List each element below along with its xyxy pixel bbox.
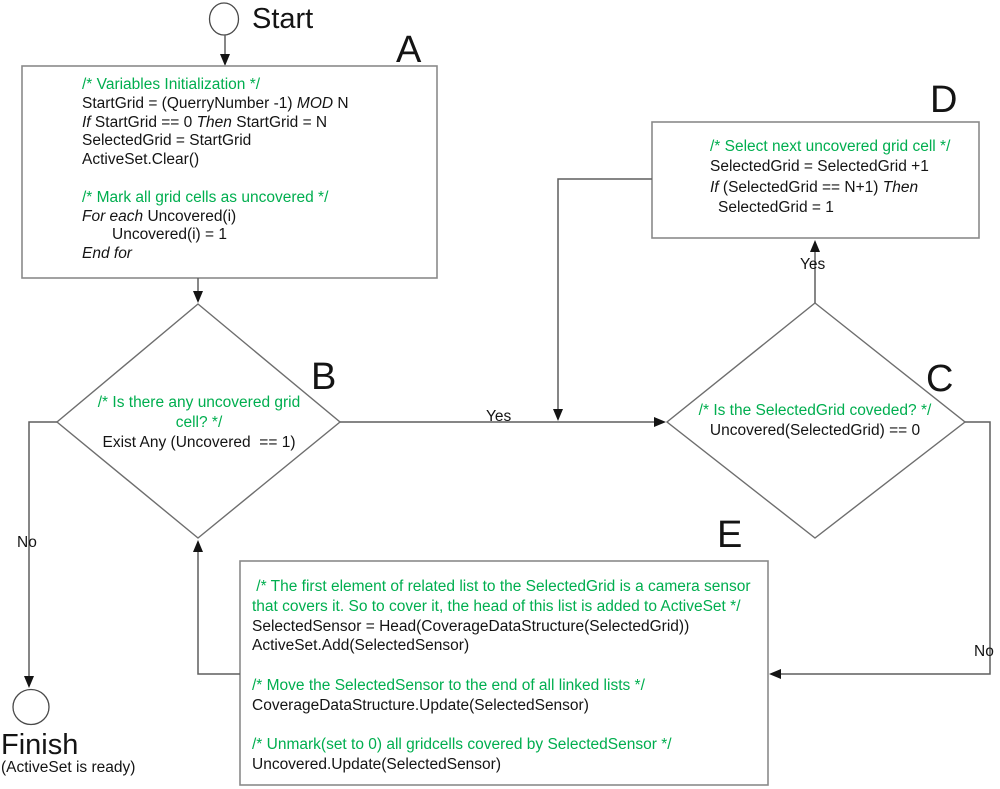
box-d-code: /* Select next uncovered grid cell */Sel… — [710, 138, 951, 216]
edge-d-loop-to-c — [557, 178, 652, 411]
tag-e: E — [717, 514, 743, 556]
box-e-code: /* The first element of related list to … — [252, 578, 751, 774]
finish-sublabel: (ActiveSet is ready) — [1, 759, 136, 776]
process-box-e — [239, 560, 769, 786]
diamond-c-text: /* Is the SelectedGrid coveded? */Uncove… — [698, 402, 932, 439]
edge-label-c-no: No — [974, 643, 994, 660]
edge-e-to-b — [197, 551, 240, 675]
edge-label-b-no: No — [17, 534, 37, 551]
arrowhead-e-to-b — [193, 540, 203, 552]
start-terminator-circle — [208, 2, 240, 36]
finish-terminator-circle — [12, 688, 50, 726]
finish-label: Finish — [1, 729, 79, 761]
start-label: Start — [252, 3, 314, 35]
edge-label-b-yes: Yes — [486, 408, 512, 425]
process-box-d — [651, 121, 980, 239]
decision-diamond-b — [55, 303, 342, 539]
arrowhead-a-to-b — [193, 291, 203, 303]
edge-b-no-to-finish — [28, 421, 57, 678]
tag-b: B — [311, 356, 337, 398]
decision-diamond-c — [665, 302, 967, 539]
tag-a: A — [396, 29, 422, 71]
process-box-a — [21, 65, 438, 279]
arrowhead-c-yes-to-d — [810, 240, 820, 252]
edge-label-c-yes: Yes — [800, 256, 826, 273]
box-a-code: /* Variables Initialization */StartGrid … — [82, 76, 349, 263]
tag-d: D — [930, 79, 958, 121]
arrowhead-start-to-a — [220, 54, 230, 66]
arrowhead-b-no-to-finish — [24, 676, 34, 688]
arrowhead-c-no-to-e — [769, 669, 781, 679]
arrowhead-d-loop-to-c — [553, 409, 563, 421]
edge-c-no-to-e — [779, 421, 991, 675]
arrowhead-b-yes-to-c — [654, 417, 666, 427]
tag-c: C — [926, 358, 954, 400]
